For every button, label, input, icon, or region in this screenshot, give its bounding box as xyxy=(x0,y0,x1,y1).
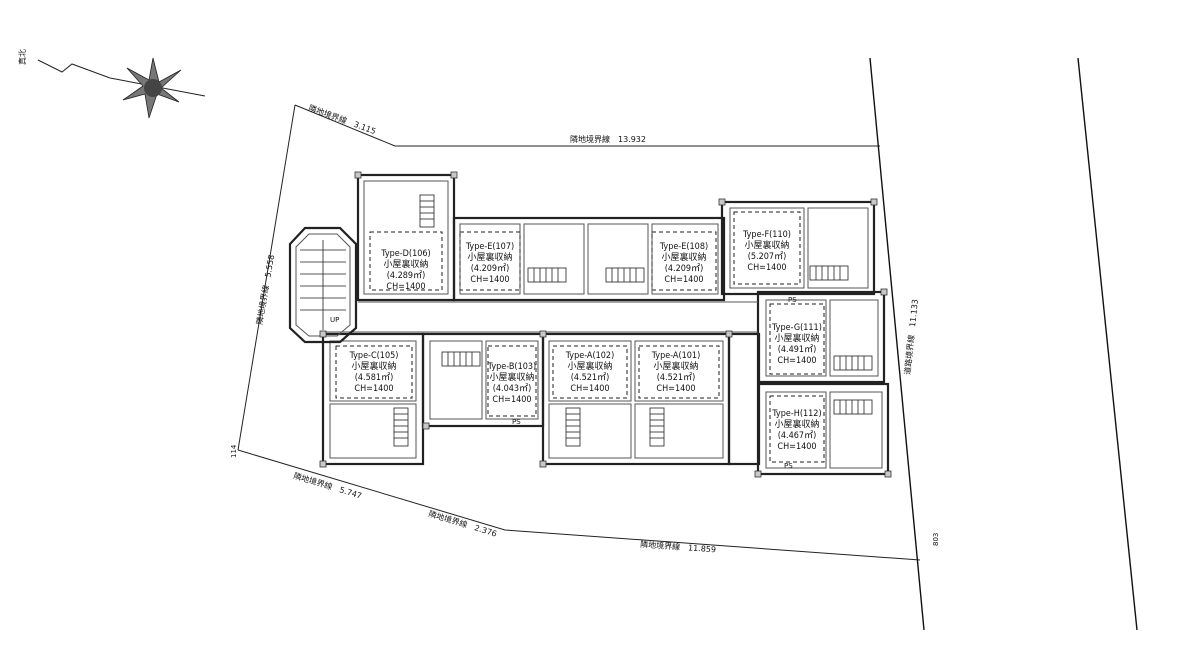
unit-ch: CH=1400 xyxy=(777,442,816,452)
site-boundary xyxy=(237,57,1138,631)
unit-type: Type-C(105) xyxy=(349,351,399,361)
wall-hatching xyxy=(319,171,892,478)
unit-sub: 小屋裏収納 xyxy=(661,251,706,263)
unit-ch: CH=1400 xyxy=(354,384,393,394)
unit-label-101: Type-A(101) 小屋裏収納 (4.521㎡) CH=1400 xyxy=(651,351,701,394)
compass-star-icon xyxy=(122,57,182,119)
unit-area: (4.209㎡) xyxy=(471,263,510,274)
north-label: 真北 xyxy=(17,49,27,65)
unit-type: Type-B(103) xyxy=(487,362,536,372)
boundary-bottom-left-label: 隣地境界線 5.747 xyxy=(292,470,363,500)
unit-area: (4.289㎡) xyxy=(387,270,426,281)
unit-type: Type-H(112) xyxy=(771,409,821,419)
unit-label-107: Type-E(107) 小屋裏収納 (4.209㎡) CH=1400 xyxy=(465,242,514,285)
unit-sub: 小屋裏収納 xyxy=(351,360,396,372)
unit-sub: 小屋裏収納 xyxy=(467,251,512,263)
unit-label-105: Type-C(105) 小屋裏収納 (4.581㎡) CH=1400 xyxy=(349,351,399,394)
stair-icon xyxy=(565,407,581,447)
unit-sub: 小屋裏収納 xyxy=(744,239,789,251)
unit-ch: CH=1400 xyxy=(386,282,425,292)
stair-icon xyxy=(441,351,481,367)
unit-area: (4.043㎡) xyxy=(493,383,532,394)
stair-icon xyxy=(605,267,645,283)
stair-icon xyxy=(419,194,435,228)
unit-sub: 小屋裏収納 xyxy=(653,360,698,372)
boundary-bottom-right-label: 隣地境界線 11.859 xyxy=(640,539,717,554)
unit-label-102: Type-A(102) 小屋裏収納 (4.521㎡) CH=1400 xyxy=(565,351,615,394)
unit-area: (4.521㎡) xyxy=(571,372,610,383)
unit-area: (5.207㎡) xyxy=(748,251,787,262)
unit-type: Type-G(111) xyxy=(771,323,822,333)
boundary-bottom-mid-label: 隣地境界線 2.376 xyxy=(427,508,498,538)
unit-area: (4.467㎡) xyxy=(778,430,817,441)
unit-sub: 小屋裏収納 xyxy=(489,371,534,383)
boundary-top-main-label: 隣地境界線 13.932 xyxy=(570,134,646,144)
unit-type: Type-A(102) xyxy=(565,351,615,361)
unit-area: (4.209㎡) xyxy=(665,263,704,274)
spiral-stair-icon xyxy=(300,240,346,330)
boundary-left-corner-label: 114 xyxy=(230,444,238,458)
unit-ch: CH=1400 xyxy=(747,263,786,273)
unit-sub: 小屋裏収納 xyxy=(774,332,819,344)
unit-sub: 小屋裏収納 xyxy=(567,360,612,372)
boundary-right-corner-label: 803 xyxy=(932,533,940,546)
boundary-left-label: 隣地境界線 5.558 xyxy=(254,254,276,326)
up-mark: UP xyxy=(330,316,339,324)
unit-label-108: Type-E(108) 小屋裏収納 (4.209㎡) CH=1400 xyxy=(659,242,708,285)
unit-ch: CH=1400 xyxy=(470,275,509,285)
unit-area: (4.521㎡) xyxy=(657,372,696,383)
unit-type: Type-E(107) xyxy=(465,242,514,252)
unit-type: Type-A(101) xyxy=(651,351,701,361)
loft-outlines xyxy=(335,211,825,463)
unit-ch: CH=1400 xyxy=(570,384,609,394)
unit-ch: CH=1400 xyxy=(664,275,703,285)
stair-icon xyxy=(649,407,665,447)
stair-icon xyxy=(833,355,873,371)
stair-tower: UP xyxy=(288,226,358,344)
ps-mark: PS xyxy=(512,418,521,426)
stair-icon xyxy=(393,407,409,447)
unit-ch: CH=1400 xyxy=(777,356,816,366)
unit-label-106: Type-D(106) 小屋裏収納 (4.289㎡) CH=1400 xyxy=(380,249,430,292)
unit-label-103: Type-B(103) 小屋裏収納 (4.043㎡) CH=1400 xyxy=(487,362,536,405)
ps-mark: PS xyxy=(788,296,797,304)
boundary-top-left-label: 隣地境界線 3.115 xyxy=(307,102,377,136)
north-arrow: 真北 xyxy=(17,49,206,119)
unit-ch: CH=1400 xyxy=(492,395,531,405)
unit-sub: 小屋裏収納 xyxy=(383,258,428,270)
unit-sub: 小屋裏収納 xyxy=(774,418,819,430)
unit-label-111: Type-G(111) 小屋裏収納 (4.491㎡) CH=1400 xyxy=(771,323,822,366)
ps-mark: PS xyxy=(784,462,793,470)
unit-label-110: Type-F(110) 小屋裏収納 (5.207㎡) CH=1400 xyxy=(742,230,791,273)
building-walls xyxy=(321,173,890,476)
unit-ch: CH=1400 xyxy=(656,384,695,394)
unit-area: (4.581㎡) xyxy=(355,372,394,383)
unit-area: (4.491㎡) xyxy=(778,344,817,355)
unit-stairs xyxy=(393,194,873,447)
unit-type: Type-F(110) xyxy=(742,230,791,240)
unit-type: Type-D(106) xyxy=(380,249,430,259)
stair-icon xyxy=(527,267,567,283)
stair-icon xyxy=(833,399,873,415)
unit-type: Type-E(108) xyxy=(659,242,708,252)
stair-icon xyxy=(809,265,849,281)
unit-label-112: Type-H(112) 小屋裏収納 (4.467㎡) CH=1400 xyxy=(771,409,821,452)
boundary-right-label: 道路境界線 11.133 xyxy=(902,299,920,376)
